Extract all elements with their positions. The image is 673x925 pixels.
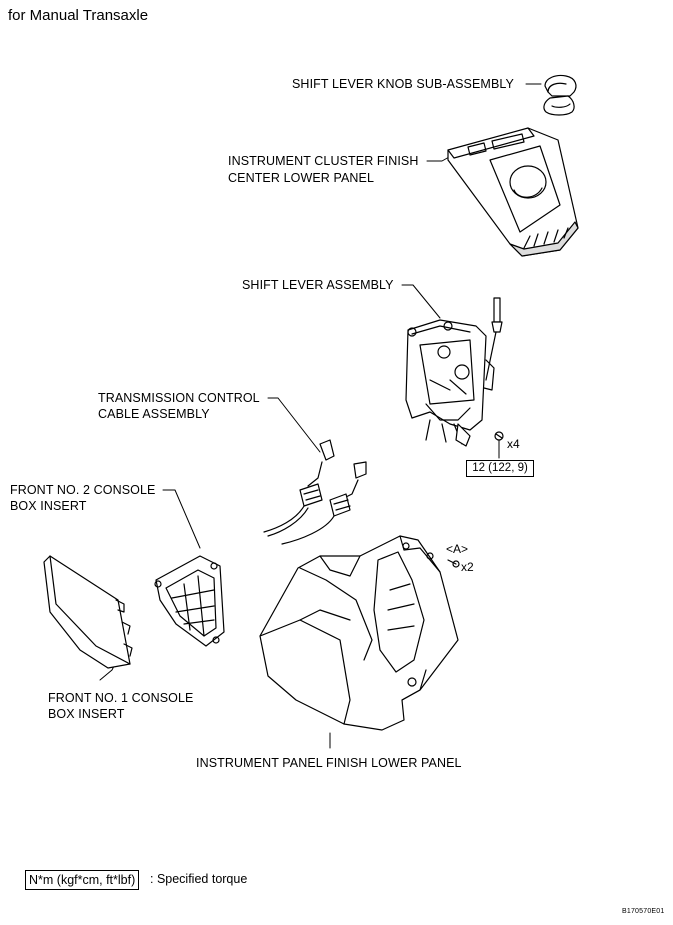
label-shift-knob: SHIFT LEVER KNOB SUB-ASSEMBLY xyxy=(292,77,514,91)
clip-count: x2 xyxy=(461,560,474,574)
clip-icon xyxy=(447,559,460,568)
clip-reference: <A> xyxy=(446,542,469,556)
leader-lines xyxy=(99,83,542,749)
figure-code: B170570E01 xyxy=(622,908,665,915)
bolt-count: x4 xyxy=(507,437,520,451)
torque-legend-text: : Specified torque xyxy=(150,872,248,886)
lower-panel-part xyxy=(259,535,459,731)
torque-legend-units: N*m (kgf*cm, ft*lbf) xyxy=(25,870,140,890)
label-console-insert-1-line1: FRONT NO. 1 CONSOLE xyxy=(48,691,194,705)
bolt-icon xyxy=(494,431,504,441)
label-shift-lever: SHIFT LEVER ASSEMBLY xyxy=(242,278,394,292)
shift-knob-part xyxy=(543,74,577,116)
label-console-insert-2-line2: BOX INSERT xyxy=(10,499,87,513)
label-control-cable-line1: TRANSMISSION CONTROL xyxy=(98,391,260,405)
page-title: for Manual Transaxle xyxy=(8,7,149,24)
label-console-insert-2-line1: FRONT NO. 2 CONSOLE xyxy=(10,483,156,497)
label-cluster-panel-line1: INSTRUMENT CLUSTER FINISH xyxy=(228,154,419,168)
label-console-insert-1-line2: BOX INSERT xyxy=(48,707,125,721)
label-control-cable-line2: CABLE ASSEMBLY xyxy=(98,407,210,421)
cluster-panel-part xyxy=(447,127,579,257)
torque-spec: 12 (122, 9) xyxy=(466,460,534,477)
shift-lever-part xyxy=(405,297,503,447)
label-lower-panel: INSTRUMENT PANEL FINISH LOWER PANEL xyxy=(196,756,462,770)
label-cluster-panel-line2: CENTER LOWER PANEL xyxy=(228,171,375,185)
console-insert-2-part xyxy=(154,555,225,647)
control-cable-part xyxy=(263,439,367,545)
console-insert-1-part xyxy=(43,555,133,669)
